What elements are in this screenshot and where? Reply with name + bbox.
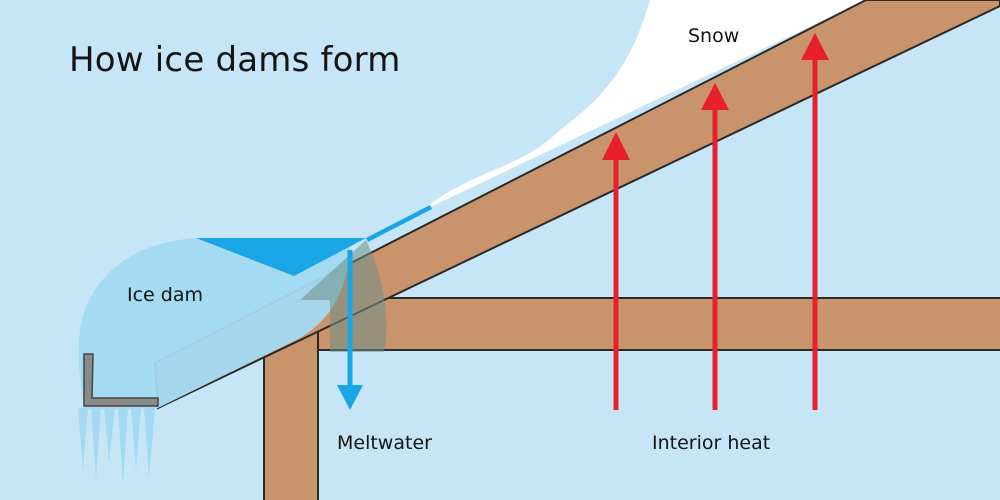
wall-post <box>263 329 319 500</box>
heat-arrow-icon <box>602 132 630 410</box>
meltwater-pool <box>196 238 366 276</box>
heat-arrow-icon <box>801 33 829 410</box>
interior-heat-label: Interior heat <box>652 432 771 454</box>
ice-dam-label: Ice dam <box>127 284 203 306</box>
heat-arrow-icon <box>701 83 729 410</box>
snow-label: Snow <box>688 25 740 47</box>
meltwater-label: Meltwater <box>337 432 432 454</box>
diagram-title: How ice dams form <box>69 40 401 80</box>
snow-layer <box>420 0 866 212</box>
meltwater-arrow-icon <box>337 250 363 410</box>
melt-zone-overlay <box>300 240 387 352</box>
icicle-icon <box>78 408 155 485</box>
ceiling-joist <box>304 297 1000 351</box>
ice-dam-mound <box>78 238 350 410</box>
meltwater-film <box>366 205 432 242</box>
gutter-icon <box>83 353 159 407</box>
